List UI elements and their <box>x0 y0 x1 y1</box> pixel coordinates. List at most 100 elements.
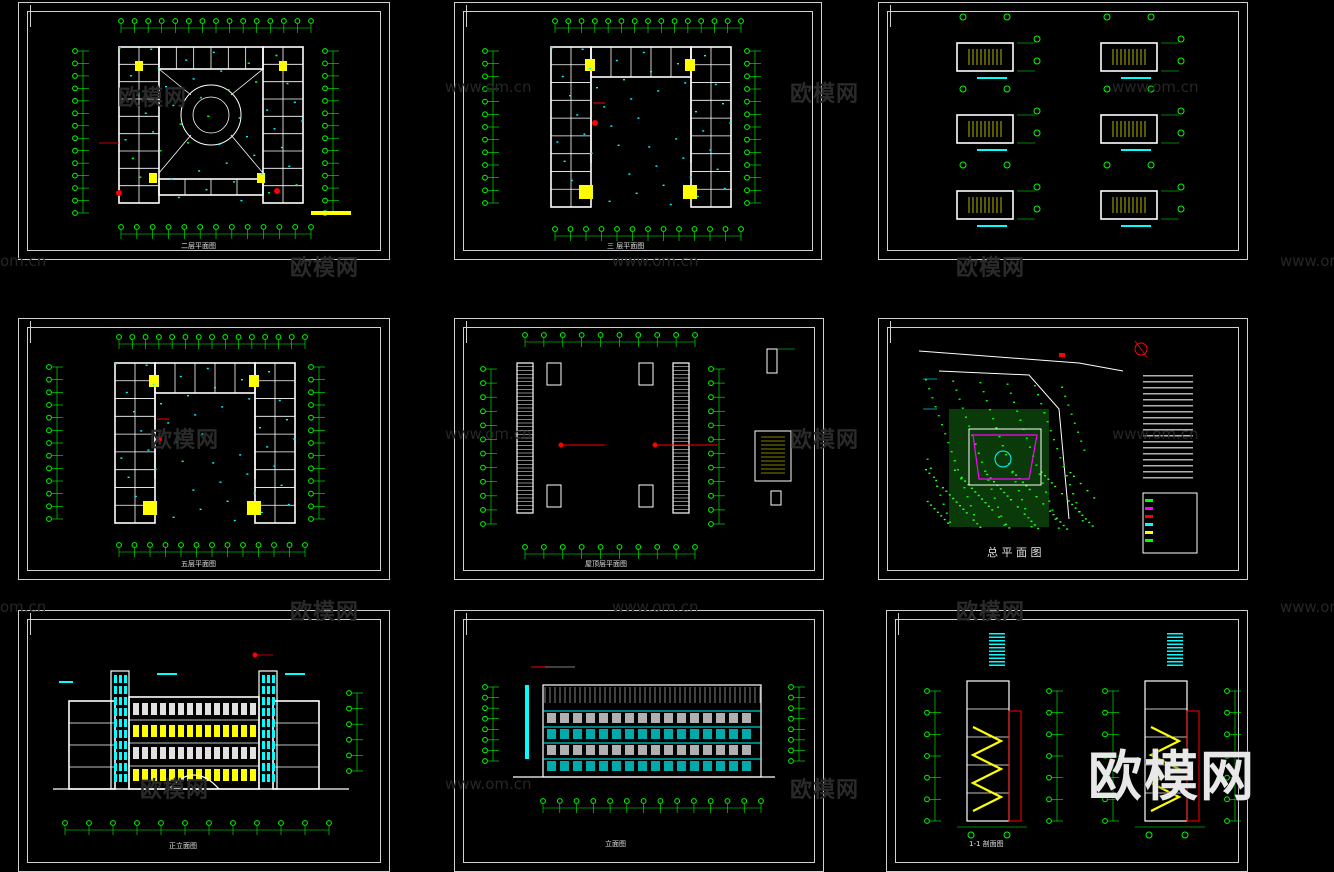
cad-rect <box>690 729 699 739</box>
drawing-sheet-roof-plan[interactable]: 屋顶层平面图 <box>454 318 824 580</box>
drawing-sheet-sections[interactable]: 1-1 剖面图 <box>886 610 1248 872</box>
cad-rect <box>249 375 259 387</box>
axis-bubble <box>118 18 124 24</box>
drawing-sheet-side-elevation[interactable]: 立面图 <box>454 610 824 872</box>
axis-bubble <box>346 721 352 728</box>
cad-rect <box>286 419 288 421</box>
axis-bubble <box>116 542 122 548</box>
axis-bubble <box>185 18 192 24</box>
sheet-inner-frame <box>27 619 381 863</box>
cad-rect <box>995 427 998 429</box>
cad-rect <box>989 650 1005 652</box>
cad-rect <box>612 745 621 755</box>
cad-rect <box>1049 430 1052 432</box>
axis-bubble <box>322 110 328 117</box>
cad-rect <box>1067 404 1070 406</box>
axis-bubble <box>744 124 750 130</box>
stair-flight <box>1148 726 1182 812</box>
cad-rect <box>563 160 566 162</box>
cad-rect <box>1143 387 1193 389</box>
cad-rect <box>223 725 229 737</box>
cad-rect <box>683 185 697 199</box>
cad-rect <box>525 685 529 759</box>
axis-bubble <box>182 820 188 826</box>
cad-rect <box>280 146 283 149</box>
cad-rect <box>169 747 175 759</box>
drawing-sheet-second-floor-plan[interactable]: 二层平面图 <box>18 2 390 260</box>
axis-bubble <box>788 758 794 764</box>
axis-bubble <box>614 226 620 232</box>
cad-rect <box>207 115 210 118</box>
axis-bubble <box>671 18 678 24</box>
axis-bubble <box>322 147 328 154</box>
axis-bubble <box>482 715 488 722</box>
cad-rect <box>1186 710 1200 822</box>
cad-rect <box>1035 464 1038 466</box>
cad-rect <box>154 468 157 470</box>
axis-bubble <box>482 162 488 168</box>
cad-rect <box>142 769 148 781</box>
drawing-sheet-third-floor-plan[interactable]: 三 层平面图 <box>454 2 822 260</box>
axis-bubble <box>346 752 352 759</box>
axis-bubble <box>1147 13 1155 21</box>
cad-rect <box>262 697 265 705</box>
cad-rect <box>205 725 211 737</box>
axis-bubble <box>708 436 714 443</box>
cad-rect <box>1025 437 1028 439</box>
axis-bubble <box>540 544 547 550</box>
cad-rect <box>119 730 122 738</box>
axis-bubble <box>1224 796 1230 803</box>
cad-rect <box>684 82 687 84</box>
axis-bubble <box>142 334 149 340</box>
cad-rect <box>729 729 738 739</box>
drawing-sheet-front-elevation[interactable]: 正立面图 <box>18 610 390 872</box>
cad-rect <box>266 446 269 448</box>
watermark-large-brand: 欧模网 <box>1088 745 1256 808</box>
cad-rect <box>1083 449 1086 451</box>
axis-bubble <box>46 376 52 383</box>
cad-rect <box>989 654 1005 656</box>
sheet-binding-strip <box>21 321 31 343</box>
cad-rect <box>1143 393 1193 395</box>
axis-bubble <box>110 820 116 826</box>
drawing-sheet-stair-details[interactable] <box>878 2 1248 260</box>
axis-bubble <box>744 149 750 156</box>
axis-bubble <box>131 542 138 548</box>
axis-bubble <box>924 774 930 781</box>
cad-rect <box>944 433 947 435</box>
cad-rect <box>989 657 1005 659</box>
axis-bubble <box>635 544 642 550</box>
cad-rect <box>714 83 717 86</box>
cad-rect <box>1072 493 1075 495</box>
cad-rect <box>212 51 215 54</box>
cad-line <box>158 134 192 174</box>
axis-bubble <box>1102 753 1108 759</box>
cad-rect <box>998 516 1001 518</box>
cad-rect <box>742 729 751 739</box>
cad-rect <box>239 454 242 456</box>
cad-rect <box>993 481 995 483</box>
cad-rect <box>272 763 275 771</box>
cad-rect <box>115 363 117 365</box>
cad-rect <box>214 769 220 781</box>
cad-rect <box>287 503 290 506</box>
cad-rect <box>989 664 1005 666</box>
axis-bubble <box>346 705 352 712</box>
cad-rect <box>690 713 699 723</box>
cad-rect <box>1021 481 1024 483</box>
cad-rect <box>926 500 929 503</box>
cad-rect <box>250 747 256 759</box>
drawing-sheet-fifth-floor-plan[interactable]: 五层平面图 <box>18 318 390 580</box>
drawing-sheet-site-plan[interactable]: 总 平 面 图 <box>878 318 1248 580</box>
cad-rect <box>984 502 987 504</box>
axis-bubble <box>46 389 52 396</box>
axis-bubble <box>559 544 566 550</box>
cad-rect <box>677 63 679 65</box>
watermark-brand: 欧模网 <box>140 778 210 803</box>
axis-bubble <box>1003 85 1011 93</box>
cad-rect <box>169 703 175 715</box>
axis-bubble <box>708 464 714 471</box>
watermark-url: www.om.cn <box>612 252 699 270</box>
cad-rect <box>1145 515 1153 518</box>
axis-bubble <box>322 122 328 129</box>
